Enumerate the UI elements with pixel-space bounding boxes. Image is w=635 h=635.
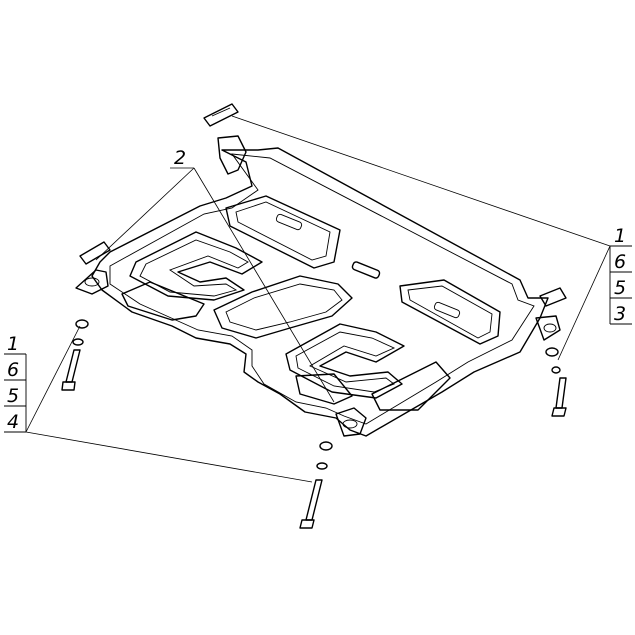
bolt-left xyxy=(61,319,89,391)
leader-lines xyxy=(25,115,611,483)
callout-right-1: 1 xyxy=(614,225,626,247)
callout-right-2: 6 xyxy=(614,251,626,273)
callout-right-3: 5 xyxy=(614,277,626,299)
left-clip-part xyxy=(79,241,111,265)
callout-left-4: 4 xyxy=(7,411,19,433)
callout-right-4: 3 xyxy=(614,303,626,325)
callout-center: 2 xyxy=(174,147,186,169)
skid-plate xyxy=(75,135,561,437)
bolt-center xyxy=(299,441,333,529)
callout-left-2: 6 xyxy=(7,359,19,381)
bolt-right xyxy=(545,347,567,417)
callout-stack-left: 1 6 5 4 xyxy=(4,333,27,433)
callout-stack-right: 1 6 5 3 xyxy=(609,225,632,325)
callout-left-3: 5 xyxy=(7,385,19,407)
right-clip-part xyxy=(539,287,567,307)
top-bracket-part xyxy=(203,103,239,127)
callout-left-1: 1 xyxy=(7,333,19,355)
